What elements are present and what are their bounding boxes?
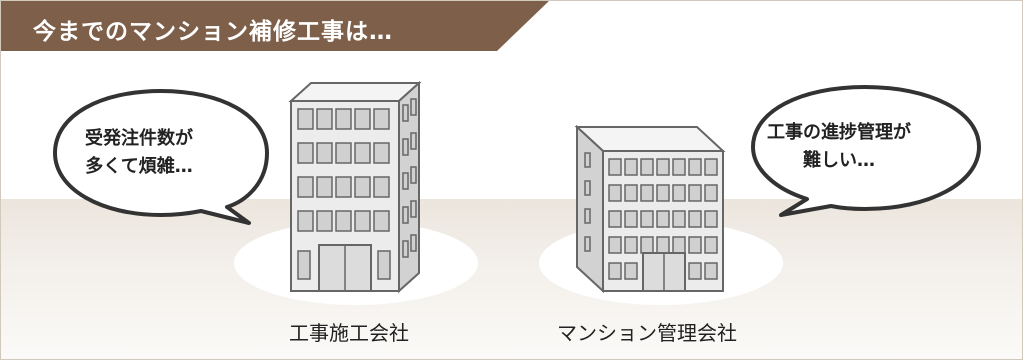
left-bubble-line2: 多くて煩雑…: [85, 156, 193, 177]
title-banner: [1, 1, 549, 51]
page-title: 今までのマンション補修工事は…: [33, 19, 393, 45]
right-bubble-text: 工事の進捗管理が 難しい…: [767, 119, 911, 175]
office-building-left-icon: [288, 80, 422, 294]
left-bubble-line1: 受発注件数が: [85, 128, 193, 149]
right-building-caption: マンション管理会社: [557, 321, 737, 345]
left-speech-bubble: [53, 89, 269, 225]
right-bubble-line1: 工事の進捗管理が: [767, 122, 911, 143]
office-building-right-icon: [574, 124, 726, 294]
left-building-caption: 工事施工会社: [289, 321, 409, 345]
right-bubble-line2: 難しい…: [803, 150, 875, 171]
ground-area: [1, 199, 1022, 359]
left-bubble-text: 受発注件数が 多くて煩雑…: [85, 125, 193, 181]
right-speech-bubble: [751, 85, 981, 217]
